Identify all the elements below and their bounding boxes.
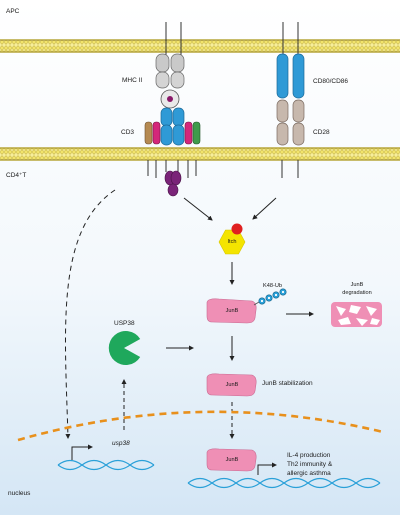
- junb-stabilized-label: JunB: [225, 382, 239, 388]
- itch-icon: [218, 223, 246, 255]
- cd80-cd86-icon: [276, 22, 305, 99]
- cd28-label: CD28: [313, 129, 330, 136]
- junb-ubiquitinated-icon: [206, 298, 260, 324]
- cd28-to-itch-arrow: [252, 197, 277, 220]
- ubiquitin-chain-icon: [258, 288, 287, 305]
- usp38-protein-label: USP38: [114, 320, 135, 327]
- nucleus-label: nucleus: [8, 490, 31, 497]
- nuclear-envelope: [17, 410, 384, 442]
- t-cell-membrane: [0, 147, 400, 161]
- usp38-dna-icon: [57, 459, 155, 471]
- usp38-promoter-arrow-icon: [71, 444, 93, 460]
- apc-membrane: [0, 39, 400, 53]
- junb-nuclear-icon: [206, 448, 257, 472]
- itch-label: Itch: [227, 239, 237, 245]
- junb-degradation-label-line2: degradation: [342, 290, 372, 296]
- outcome-line3: allergic asthma: [287, 470, 331, 477]
- outcome-line1: IL-4 production: [287, 452, 331, 459]
- tcr-cd3-complex-icon: [144, 107, 201, 197]
- apc-label: APC: [6, 8, 20, 15]
- tcr-to-usp38-gene-arrow: [64, 189, 116, 439]
- k48-ub-label: K48-Ub: [263, 283, 282, 289]
- cd80-cd86-label: CD80/CD86: [313, 78, 349, 85]
- cd28-icon: [276, 99, 305, 178]
- cd4-t-cell-label: CD4⁺T: [6, 172, 27, 179]
- usp38-gene-label: usp38: [112, 440, 130, 447]
- tcr-to-itch-arrow: [183, 197, 213, 221]
- junb-nuclear-label: JunB: [225, 457, 239, 463]
- mhc-ii-icon: [155, 22, 185, 109]
- mhc-ii-label: MHC II: [122, 77, 143, 84]
- junb-ubiquitinated-label: JunB: [225, 308, 239, 314]
- cd3-label: CD3: [121, 129, 135, 136]
- il4-dna-icon: [187, 477, 381, 489]
- degraded-junb-icon: [331, 302, 382, 327]
- junb-degradation-label-line1: JunB: [350, 282, 364, 288]
- il4-promoter-arrow-icon: [257, 462, 277, 475]
- junb-stabilization-label: JunB stabilization: [262, 380, 313, 387]
- outcome-line2: Th2 immunity &: [287, 461, 333, 468]
- junb-stabilized-icon: [206, 373, 257, 397]
- usp38-icon: [108, 330, 141, 366]
